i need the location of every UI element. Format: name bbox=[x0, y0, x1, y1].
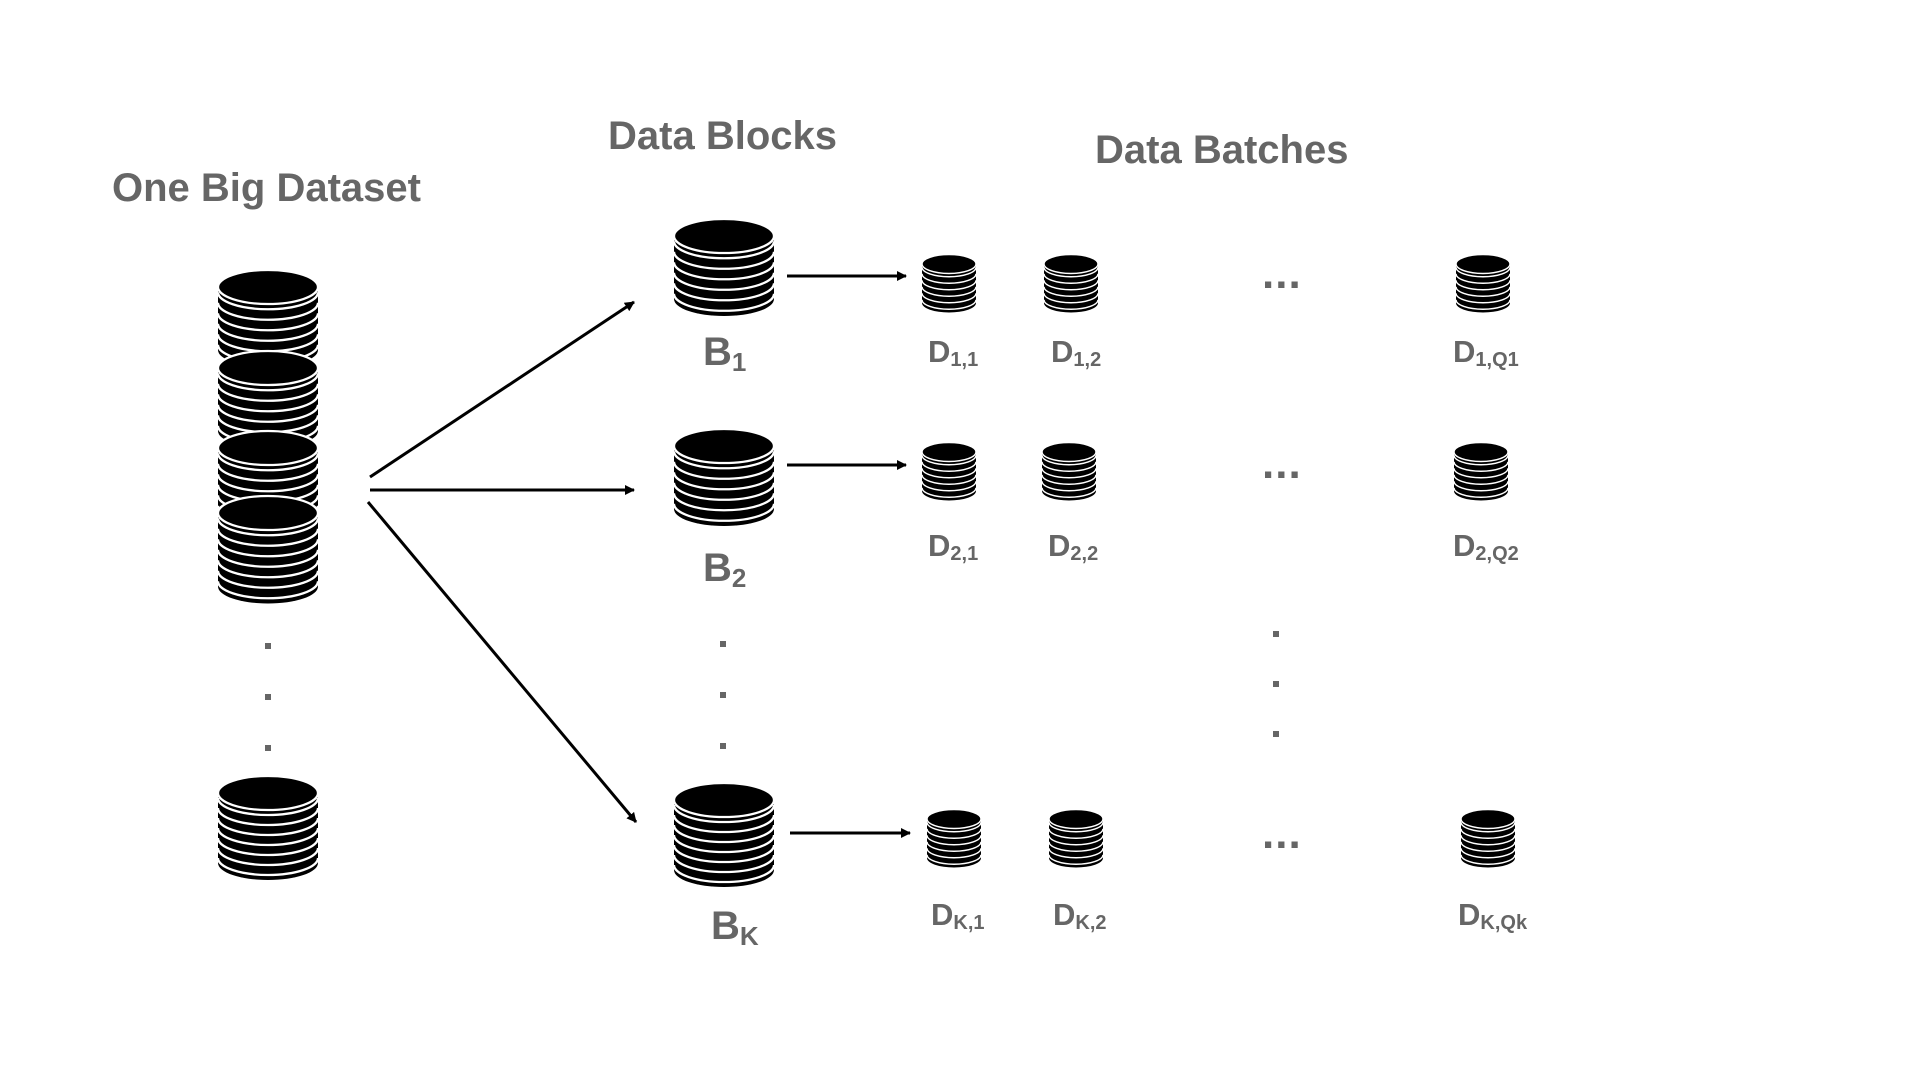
batch-label-k-1: DK,1 bbox=[931, 897, 985, 934]
batch-cylinder-1-3 bbox=[1455, 253, 1511, 313]
dataset-cylinder-4 bbox=[216, 494, 320, 604]
batch-label-1-q1: D1,Q1 bbox=[1453, 334, 1519, 371]
batch-cylinder-1-1 bbox=[921, 253, 977, 313]
batch-label-1-1: D1,1 bbox=[928, 334, 979, 371]
batch-cylinder-3-2 bbox=[1048, 808, 1104, 868]
batch-cylinder-2-1 bbox=[921, 441, 977, 501]
block-cylinder-2 bbox=[672, 427, 776, 526]
batch-cylinder-2-2 bbox=[1041, 441, 1097, 501]
batch-label-k-2: DK,2 bbox=[1053, 897, 1107, 934]
block-cylinder-k bbox=[672, 781, 776, 887]
batch-label-1-2: D1,2 bbox=[1051, 334, 1102, 371]
batch-label-k-qk: DK,Qk bbox=[1458, 897, 1528, 934]
batch-cylinder-1-2 bbox=[1043, 253, 1099, 313]
blocks-vertical-ellipsis bbox=[720, 641, 726, 749]
batch-cylinder-3-3 bbox=[1460, 808, 1516, 868]
batch-label-2-q2: D2,Q2 bbox=[1453, 528, 1519, 565]
batches-vertical-ellipsis bbox=[1273, 631, 1279, 737]
dataset-cylinder-last bbox=[216, 774, 320, 880]
batch-label-2-1: D2,1 bbox=[928, 528, 979, 565]
batch-cylinder-2-3 bbox=[1453, 441, 1509, 501]
dataset-vertical-ellipsis bbox=[265, 643, 271, 751]
block-label-2: B2 bbox=[703, 546, 747, 593]
block-label-1: B1 bbox=[703, 330, 747, 377]
block-cylinder-1 bbox=[672, 217, 776, 316]
batch-cylinder-3-1 bbox=[926, 808, 982, 868]
ellipsis-row-2: ... bbox=[1262, 439, 1302, 488]
dataset-cylinder-1 bbox=[216, 268, 320, 367]
batches-heading: Data Batches bbox=[1095, 128, 1349, 172]
dataset-heading: One Big Dataset bbox=[112, 166, 421, 210]
batch-label-2-2: D2,2 bbox=[1048, 528, 1099, 565]
blocks-heading: Data Blocks bbox=[608, 114, 837, 158]
arrow-to-block-k bbox=[366, 501, 638, 823]
block-label-k: BK bbox=[711, 904, 759, 951]
ellipsis-row-k: ... bbox=[1262, 809, 1302, 858]
ellipsis-row-1: ... bbox=[1262, 249, 1302, 298]
arrow-to-block-1 bbox=[369, 300, 635, 479]
